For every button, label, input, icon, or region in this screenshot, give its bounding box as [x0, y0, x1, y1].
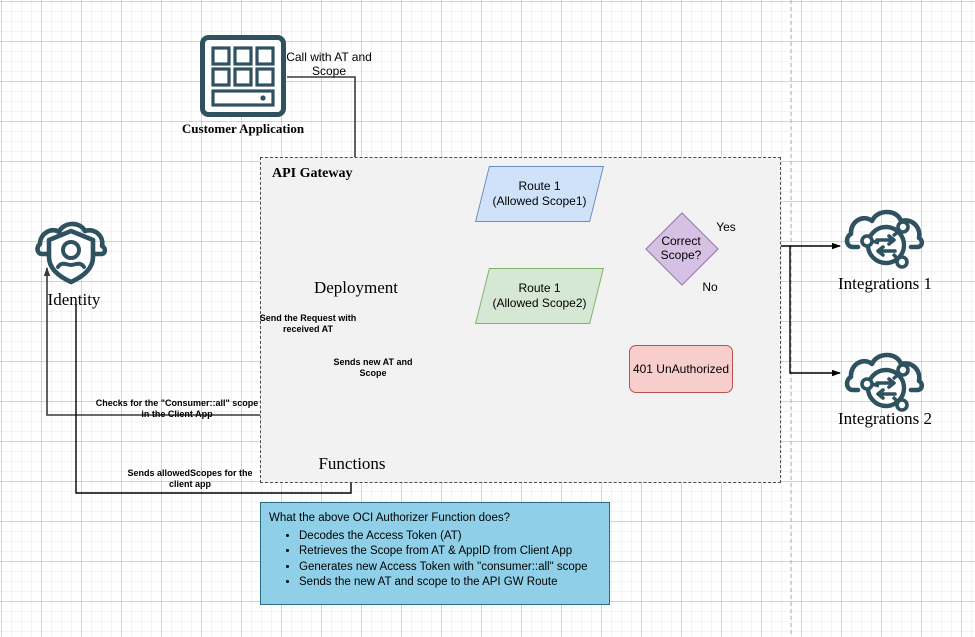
- application-grid-icon: [200, 35, 286, 117]
- route-1-line1: Route 1: [518, 179, 561, 193]
- functions-label: Functions: [318, 454, 386, 473]
- integration-cloud-icon: [844, 209, 925, 269]
- identity-cloud-shield-icon: [35, 221, 108, 285]
- customer-application-label: Customer Application: [181, 121, 305, 136]
- integrations-1-label: Integrations 1: [838, 274, 932, 293]
- list-item: Retrieves the Scope from AT & AppID from…: [299, 544, 599, 560]
- list-item: Sends the new AT and scope to the API GW…: [299, 575, 599, 591]
- route-2-line2: (Allowed Scope2): [492, 296, 587, 310]
- list-item: Generates new Access Token with "consume…: [299, 560, 599, 576]
- edge-label-sends-new-at: Sends new AT and Scope: [333, 357, 413, 379]
- decision-line2: Scope?: [660, 248, 702, 262]
- list-item: Decodes the Access Token (AT): [299, 529, 599, 545]
- edge-decision-yes-to-integrations2: [789, 246, 841, 377]
- edge-label-yes: Yes: [716, 220, 736, 234]
- identity-label: Identity: [47, 290, 101, 309]
- decision-correct-scope[interactable]: Correct Scope?: [645, 212, 719, 286]
- info-box-heading: What the above OCI Authorizer Function d…: [269, 512, 510, 524]
- route-1-text: Route 1 (Allowed Scope1): [482, 166, 597, 222]
- route-1-line2: (Allowed Scope1): [492, 194, 587, 208]
- route-2-text: Route 1 (Allowed Scope2): [482, 268, 597, 324]
- decision-label: Correct Scope?: [633, 212, 729, 284]
- edge-label-call-with-at: Call with AT and Scope: [286, 50, 372, 79]
- deployment-label: Deployment: [313, 278, 399, 297]
- unauthorized-node[interactable]: 401 UnAuthorized: [629, 345, 733, 393]
- route-1-allowed-scope2[interactable]: Route 1 (Allowed Scope2): [475, 268, 604, 324]
- edge-label-send-request: Send the Request with received AT: [259, 313, 357, 335]
- info-box-list: Decodes the Access Token (AT) Retrieves …: [269, 529, 599, 591]
- edge-label-no: No: [702, 280, 718, 294]
- route-2-line1: Route 1: [518, 281, 561, 295]
- authorizer-info-box: What the above OCI Authorizer Function d…: [260, 502, 610, 605]
- edge-label-sends-allowed-scopes: Sends allowedScopes for the client app: [127, 468, 253, 490]
- edge-label-checks-scope: Checks for the "Consumer::all" scope in …: [95, 398, 259, 420]
- api-gateway-title: API Gateway: [272, 166, 353, 181]
- integration-cloud-icon: [844, 352, 925, 412]
- unauthorized-label: 401 UnAuthorized: [632, 362, 730, 376]
- route-1-allowed-scope1[interactable]: Route 1 (Allowed Scope1): [475, 166, 604, 222]
- integrations-2-label: Integrations 2: [838, 409, 932, 428]
- decision-line1: Correct: [661, 233, 701, 248]
